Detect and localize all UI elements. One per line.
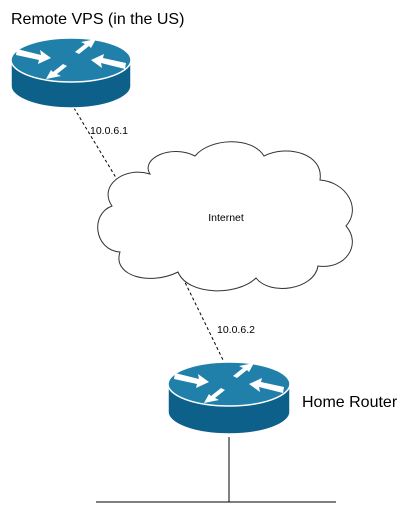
home-router [167, 361, 291, 435]
ip-label-vps: 10.0.6.1 [90, 125, 128, 137]
remote-vps-router [10, 37, 132, 109]
ip-label-home: 10.0.6.2 [217, 324, 255, 336]
link-internet-home [177, 267, 227, 367]
internet-label: Internet [208, 212, 244, 224]
router-icon [167, 361, 291, 435]
link-vps-internet [73, 107, 128, 197]
cloud-icon [97, 141, 353, 292]
home-router-label: Home Router [302, 394, 398, 411]
remote-vps-label: Remote VPS (in the US) [11, 11, 184, 28]
router-icon [10, 37, 132, 109]
internet-cloud: Internet [97, 141, 353, 292]
